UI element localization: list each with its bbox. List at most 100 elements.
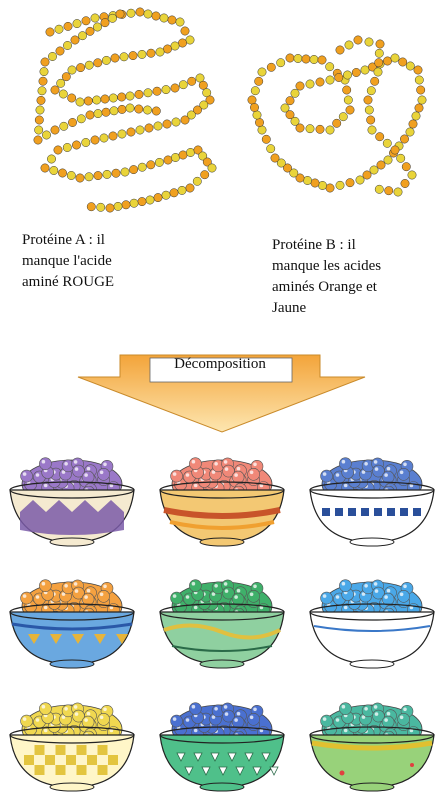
- protein-b-bead: [383, 57, 391, 65]
- protein-b-bead: [406, 62, 414, 70]
- protein-a-bead: [94, 171, 102, 179]
- protein-b-bead: [374, 68, 382, 76]
- protein-a-bead: [76, 98, 84, 106]
- protein-b-bead: [251, 87, 259, 95]
- protein-a-bead: [138, 197, 146, 205]
- protein-a-bead: [171, 84, 179, 92]
- protein-b-bead: [375, 185, 383, 193]
- protein-a-bead: [145, 124, 153, 132]
- protein-a-bead: [68, 66, 76, 74]
- protein-a-bead: [110, 107, 118, 115]
- protein-b-bead: [406, 128, 414, 136]
- protein-b-bead: [339, 113, 347, 121]
- protein-b-bead: [258, 68, 266, 76]
- protein-a-bead: [101, 19, 109, 27]
- protein-a-bead: [135, 105, 143, 113]
- protein-b-bead: [267, 145, 275, 153]
- protein-a-bead: [91, 14, 99, 22]
- protein-a-bead: [160, 14, 168, 22]
- protein-a-bead: [108, 14, 116, 22]
- protein-a-bead: [87, 203, 95, 211]
- bowl-green: [160, 580, 284, 668]
- protein-b-bead: [391, 146, 399, 154]
- protein-a-bead: [34, 136, 42, 144]
- protein-b-bead: [384, 156, 392, 164]
- protein-a-bead: [67, 171, 75, 179]
- protein-b-bead: [335, 73, 343, 81]
- protein-b-bead: [356, 176, 364, 184]
- protein-a-bead: [208, 164, 216, 172]
- protein-a-bead: [100, 134, 108, 142]
- protein-a-bead: [97, 203, 105, 211]
- protein-b-bead: [277, 59, 285, 67]
- protein-a-bead: [86, 111, 94, 119]
- protein-b-bead: [326, 184, 334, 192]
- protein-a-bead: [193, 177, 201, 185]
- protein-a-bead: [84, 97, 92, 105]
- protein-a-bead: [127, 9, 135, 17]
- protein-a-chain: [34, 8, 216, 212]
- protein-a-bead: [130, 199, 138, 207]
- protein-b-bead: [354, 36, 362, 44]
- protein-a-bead: [163, 45, 171, 53]
- protein-b-bead: [361, 66, 369, 74]
- protein-a-bead: [188, 77, 196, 85]
- protein-b-bead: [333, 119, 341, 127]
- protein-a-bead: [42, 131, 50, 139]
- protein-a-bead: [181, 27, 189, 35]
- protein-a-bead: [176, 18, 184, 26]
- protein-a-bead: [170, 189, 178, 197]
- protein-b-bead: [343, 86, 351, 94]
- protein-b-bead: [352, 68, 360, 76]
- protein-a-bead: [163, 120, 171, 128]
- protein-a-bead: [154, 122, 162, 130]
- protein-a-bead: [46, 28, 54, 36]
- protein-b-bead: [401, 179, 409, 187]
- protein-b-bead: [418, 96, 426, 104]
- protein-b-bead: [400, 135, 408, 143]
- protein-b-bead: [318, 181, 326, 189]
- protein-b-bead: [414, 66, 422, 74]
- protein-a-bead: [82, 138, 90, 146]
- protein-b-bead: [345, 41, 353, 49]
- bowl-orange: [10, 580, 134, 668]
- protein-b-bead: [343, 71, 351, 79]
- protein-b-bead: [253, 111, 261, 119]
- protein-b-bead: [371, 77, 379, 85]
- protein-b-bead: [255, 77, 263, 85]
- protein-b-bead: [267, 63, 275, 71]
- protein-b-bead: [311, 179, 319, 187]
- protein-a-bead: [54, 146, 62, 154]
- protein-b-bead: [375, 49, 383, 57]
- bowl-purple: [10, 458, 134, 546]
- protein-a-bead: [121, 168, 129, 176]
- protein-a-bead: [126, 104, 134, 112]
- protein-a-bead: [39, 77, 47, 85]
- protein-a-bead: [168, 16, 176, 24]
- protein-b-bead: [316, 125, 324, 133]
- protein-a-bead: [68, 94, 76, 102]
- protein-b-bead: [409, 120, 417, 128]
- protein-b-bead: [408, 171, 416, 179]
- protein-a-bead: [40, 67, 48, 75]
- protein-a-bead: [118, 93, 126, 101]
- protein-a-bead: [162, 85, 170, 93]
- protein-b-bead: [397, 154, 405, 162]
- protein-a-bead: [143, 106, 151, 114]
- protein-b-bead: [412, 112, 420, 120]
- bowl-red: [160, 458, 284, 546]
- protein-a-bead: [60, 122, 68, 130]
- protein-b-bead: [368, 126, 376, 134]
- protein-a-bead: [51, 86, 59, 94]
- protein-b-caption: Protéine B : il manque les acides aminés…: [272, 235, 447, 319]
- protein-b-bead: [417, 86, 425, 94]
- protein-b-bead: [365, 38, 373, 46]
- protein-a-bead: [135, 90, 143, 98]
- protein-a-bead: [102, 56, 110, 64]
- protein-a-bead: [35, 126, 43, 134]
- protein-a-bead: [144, 89, 152, 97]
- protein-a-bead: [35, 116, 43, 124]
- protein-a-bead: [152, 12, 160, 20]
- protein-a-bead: [41, 164, 49, 172]
- protein-b-bead: [415, 104, 423, 112]
